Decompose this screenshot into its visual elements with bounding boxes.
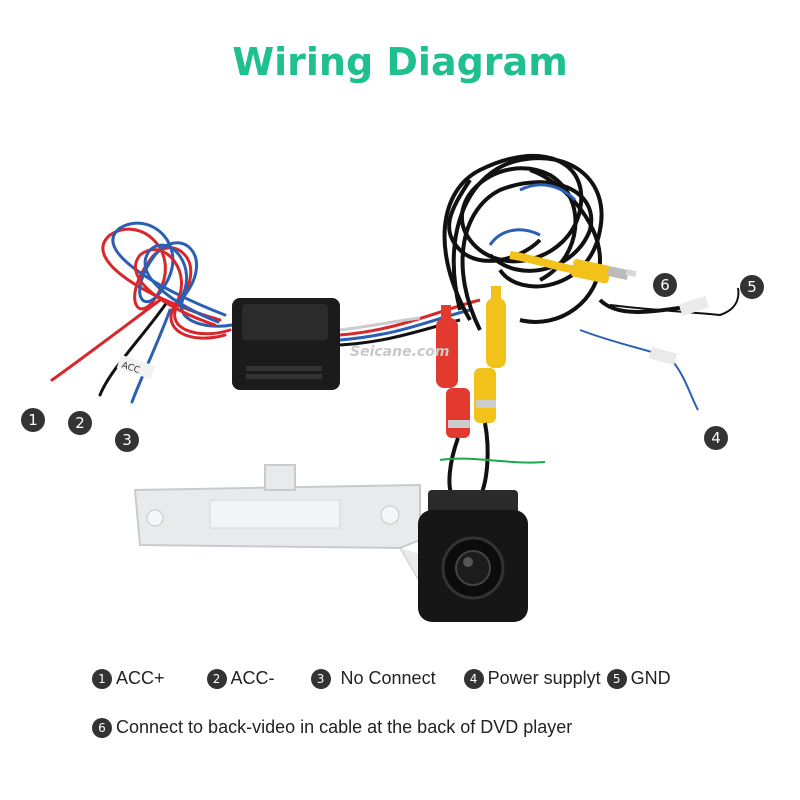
converter-box [232, 298, 340, 390]
callout-3: 3 [115, 428, 139, 452]
legend-badge-4: 4 [463, 668, 484, 689]
legend-text-acc-minus: ACC- [230, 668, 275, 688]
legend-text-power: Power supplyt [487, 668, 601, 688]
left-wire-coil [50, 221, 234, 404]
legend-badge-2: 2 [206, 668, 227, 689]
legend-item-4: 4 Power supplyt [463, 668, 601, 689]
legend-item-6: 6 Connect to back-video in cable at the … [92, 717, 572, 738]
callout-4: 4 [704, 426, 728, 450]
callout-4-label: 4 [711, 429, 721, 447]
legend-badge-3: 3 [310, 668, 331, 689]
callout-5: 5 [740, 275, 764, 299]
callout-6-label: 6 [660, 276, 670, 294]
rca-pair [436, 286, 546, 502]
legend-item-5: 5 GND [606, 668, 671, 689]
callout-1: 1 [21, 408, 45, 432]
legend-text-acc-plus: ACC+ [116, 668, 165, 688]
legend-text-no-connect: No Connect [340, 668, 436, 688]
page-title: Wiring Diagram [232, 40, 568, 84]
legend-row-2: 6 Connect to back-video in cable at the … [92, 717, 600, 738]
callout-3-label: 3 [122, 431, 132, 449]
black-cable-coil [442, 154, 701, 331]
legend-text-back-video: Connect to back-video in cable at the ba… [116, 717, 573, 737]
legend-item-3: 3 No Connect [310, 668, 436, 689]
yellow-rca-plug-6 [509, 251, 637, 284]
legend-item-1: 1 ACC+ [92, 668, 165, 689]
legend-row-1: 1 ACC+ 2 ACC- 3 No Connect 4 Power suppl… [92, 668, 699, 689]
callout-2: 2 [68, 411, 92, 435]
callout-6: 6 [653, 273, 677, 297]
camera-unit [418, 490, 528, 622]
legend-item-2: 2 ACC- [206, 668, 275, 689]
legend-badge-5: 5 [606, 668, 627, 689]
legend-badge-6: 6 [92, 717, 112, 738]
callout-1-label: 1 [28, 411, 38, 429]
callout-5-label: 5 [747, 278, 757, 296]
watermark: Seicane.com [350, 344, 449, 360]
callout-2-label: 2 [75, 414, 85, 432]
legend-badge-1: 1 [92, 668, 112, 689]
legend-text-gnd: GND [630, 668, 671, 688]
mounting-bracket [133, 464, 441, 602]
